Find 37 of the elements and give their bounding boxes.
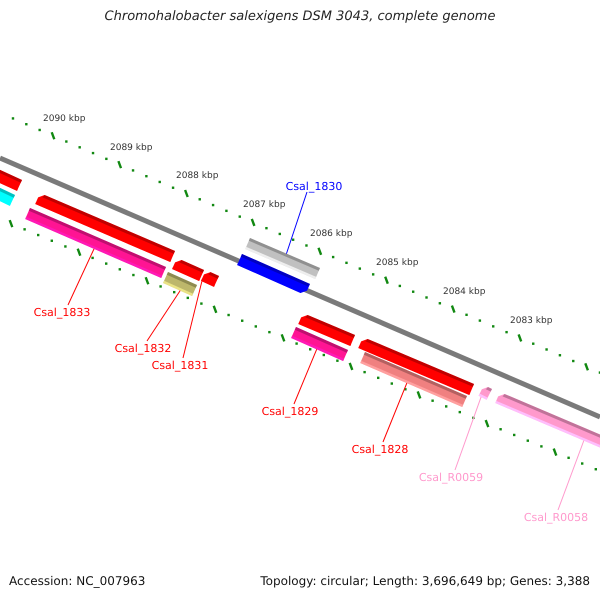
position-label: 2086 kbp — [310, 229, 352, 240]
gene-bar — [200, 272, 219, 287]
leader-line — [454, 396, 482, 470]
leader-line — [182, 280, 202, 358]
position-label: 2087 kbp — [243, 200, 286, 212]
leader-line — [294, 348, 318, 404]
gene-bar — [495, 393, 600, 449]
position-label: 2090 kbp — [43, 114, 86, 125]
leader-line — [558, 440, 584, 510]
position-label: 2083 kbp — [510, 316, 552, 327]
accession-text: Accession: NC_007963 — [9, 574, 146, 588]
gene-bar — [0, 186, 15, 206]
gene-label: Csal_1833 — [34, 306, 90, 318]
gene-label: Csal_R0058 — [524, 510, 588, 524]
gene-label: Csal_1830 — [286, 180, 342, 192]
genome-summary-text: Topology: circular; Length: 3,696,649 bp; Genes: 3,388 — [260, 574, 590, 588]
gene-bar — [163, 272, 197, 296]
title: Chromohalobacter salexigens DSM 3043, complete genome — [104, 9, 496, 24]
leader-line — [146, 290, 181, 342]
gene-bar — [291, 327, 348, 361]
gene-bar — [237, 254, 310, 293]
gene-label: Csal_1831 — [152, 358, 208, 372]
position-label: 2085 kbp — [376, 258, 418, 269]
position-label: 2089 kbp — [110, 142, 152, 154]
gene-bar — [478, 387, 492, 400]
leader-line — [382, 382, 408, 442]
gene-label: Csal_1829 — [262, 404, 318, 418]
position-label: 2084 kbp — [443, 286, 486, 298]
gene-bar — [25, 208, 166, 279]
gene-label: Csal_R0059 — [418, 470, 484, 484]
gene-bar — [360, 352, 467, 408]
leader-line — [68, 248, 95, 306]
gene-label: Csal_1828 — [352, 442, 408, 456]
gene-bar — [0, 168, 22, 191]
position-label: 2088 kbp — [176, 171, 218, 182]
leader-line — [286, 192, 308, 254]
gene-label: Csal_1832 — [114, 342, 172, 354]
